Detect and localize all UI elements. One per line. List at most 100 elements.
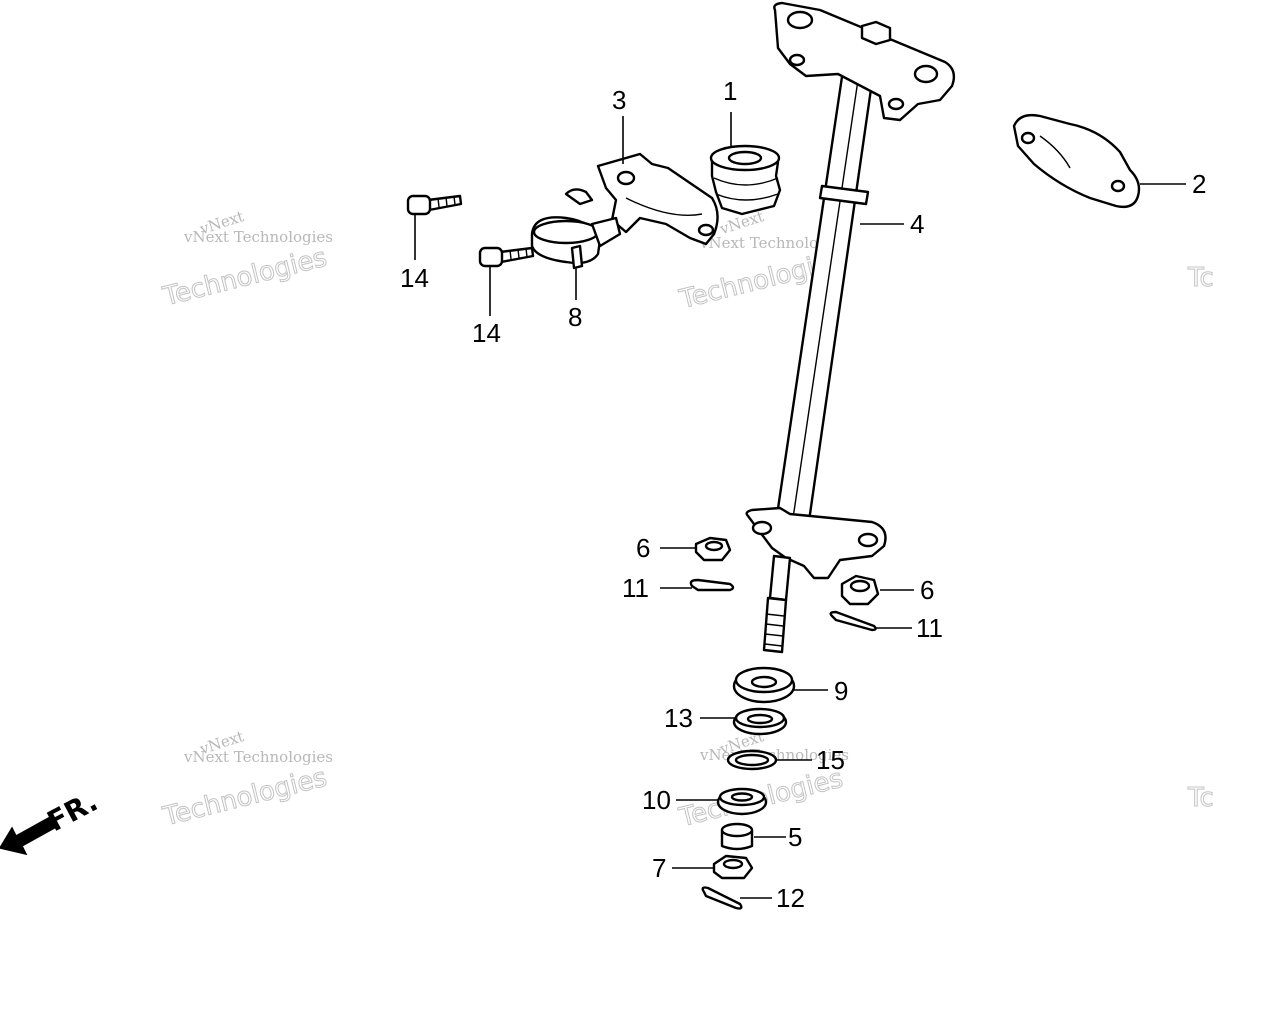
holder-curve <box>1039 135 1071 169</box>
bushing-ridge <box>715 193 779 201</box>
clamp-part-8 <box>530 216 622 270</box>
leader-lines <box>414 112 1186 899</box>
watermark-text: Technologies <box>160 243 330 313</box>
collar-top <box>720 822 754 838</box>
cotter-pin-part-11-right <box>829 610 877 632</box>
nut-part-6-right <box>840 574 880 606</box>
nut-hole <box>849 579 871 593</box>
watermark-bottom-center: vNext vNext Technologies Technologies <box>675 727 849 834</box>
bolt-thread-line <box>445 196 448 207</box>
nut-hole <box>704 540 724 552</box>
callout-14-lower: 14 <box>472 318 501 348</box>
bracket-hole <box>887 97 905 111</box>
callout-10: 10 <box>642 785 671 815</box>
clamp-tab <box>590 216 622 248</box>
bolt-head <box>478 246 504 268</box>
nut-hole <box>722 858 744 870</box>
bolt-thread-line <box>453 195 456 206</box>
cotter-pin-body <box>829 610 877 632</box>
front-direction-indicator: FR. <box>0 785 103 856</box>
bracket-hole <box>697 223 715 237</box>
bolt-thread-line <box>437 197 440 208</box>
cotter-pin-part-12 <box>701 886 743 910</box>
callout-12: 12 <box>776 883 805 913</box>
callout-3: 3 <box>612 85 626 115</box>
clamp-lug <box>570 244 584 270</box>
bracket-edge <box>625 197 703 216</box>
front-arrow-icon <box>0 814 60 856</box>
bracket-hole <box>786 10 814 30</box>
callout-1: 1 <box>723 76 737 106</box>
callout-14-upper: 14 <box>400 263 429 293</box>
callout-6-right: 6 <box>920 575 934 605</box>
spline-line <box>764 633 784 637</box>
nut-part-7 <box>712 854 754 880</box>
callout-numbers: 1 2 3 4 5 6 6 7 8 9 10 11 11 12 13 14 14… <box>400 76 1206 913</box>
shaft-tube <box>774 68 875 530</box>
bracket-hex-bolt <box>860 20 892 46</box>
watermark-text: vNext Technologies <box>183 228 333 246</box>
bushing-bore <box>727 150 763 166</box>
holder-body <box>1012 113 1141 209</box>
steering-shaft-part-4 <box>745 1 956 654</box>
callout-7: 7 <box>652 853 666 883</box>
bolt-part-14-lower <box>478 246 535 268</box>
bolt-head <box>406 194 432 216</box>
spline-line <box>764 643 783 647</box>
callout-4: 4 <box>910 209 924 239</box>
bracket-hole <box>857 532 879 548</box>
watermark-text: vNext Technologies <box>183 748 333 766</box>
bolt-thread <box>426 194 463 212</box>
holder-hole <box>1110 179 1126 193</box>
watermark-edge-top: Tc <box>1187 263 1214 293</box>
callout-8: 8 <box>568 302 582 332</box>
bracket-hole <box>913 64 939 84</box>
watermark-text: vNext Technologies <box>699 234 849 252</box>
bracket-hole <box>616 170 636 186</box>
callout-13: 13 <box>664 703 693 733</box>
watermark-bottom-left: vNext vNext Technologies Technologies <box>159 727 333 833</box>
cotter-pin-part-11-left <box>689 578 735 592</box>
upper-bracket <box>773 1 956 122</box>
lower-bracket <box>745 506 887 580</box>
bushing-body <box>710 156 782 216</box>
circlip-part-15 <box>726 749 778 771</box>
bushing-part-1 <box>709 144 782 216</box>
bearing-part-9 <box>732 666 796 704</box>
seal-bore <box>730 792 754 802</box>
bolt-thread-line <box>517 248 520 259</box>
watermark-top-left: vNext vNext Technologies Technologies <box>159 207 333 313</box>
oil-seal-part-13 <box>732 707 788 736</box>
shaft-collar <box>818 184 870 206</box>
lower-shaft <box>768 554 792 602</box>
watermark-edge-bottom: Tc <box>1187 783 1214 813</box>
bushing-ridge <box>713 177 779 186</box>
callout-15: 15 <box>816 745 845 775</box>
clamp-opening <box>532 219 600 245</box>
callout-11-left: 11 <box>622 573 649 603</box>
callout-11-right: 11 <box>916 613 943 643</box>
bracket-clip <box>564 188 594 206</box>
spline-line <box>765 613 785 617</box>
seal-bore <box>746 713 774 725</box>
bolt-thread-line <box>509 249 512 260</box>
callout-6-left: 6 <box>636 533 650 563</box>
watermark-text: Technologies <box>160 763 330 833</box>
cotter-pin-body <box>689 578 735 592</box>
bolt-thread-line <box>525 247 528 258</box>
bolt-part-14-upper <box>406 194 463 216</box>
spline-line <box>765 623 784 627</box>
bolt-thread <box>498 246 535 264</box>
circlip-inner <box>734 753 770 767</box>
shaft-holder-part-2 <box>1012 113 1141 209</box>
callout-2: 2 <box>1192 169 1206 199</box>
shaft-highlight <box>791 79 859 526</box>
cotter-pin-body <box>701 886 743 910</box>
bracket-hole <box>788 53 806 67</box>
collar-part-5 <box>720 822 754 851</box>
bracket-hole <box>751 520 773 536</box>
holder-hole <box>1020 131 1036 145</box>
nut-part-6-left <box>694 536 732 562</box>
callout-5: 5 <box>788 822 802 852</box>
